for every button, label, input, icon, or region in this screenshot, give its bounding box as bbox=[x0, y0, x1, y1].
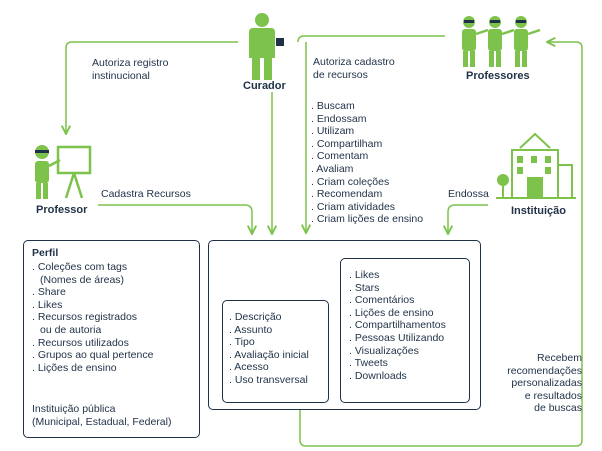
instituicao-label: Instituição bbox=[511, 205, 567, 217]
metrica-item: Pessoas Utilizando bbox=[349, 332, 446, 345]
perfil-item: Grupos ao qual pertence bbox=[32, 349, 154, 362]
perfil-item: Coleções com tags bbox=[32, 261, 153, 274]
action-item: Utilizam bbox=[311, 125, 423, 138]
perfil-item: Likes bbox=[32, 299, 153, 312]
autoriza-registro-label: Autoriza registro instinucional bbox=[92, 57, 169, 82]
atributo-item: Acesso bbox=[229, 361, 309, 374]
instituicao-publica-types: (Municipal, Estadual, Federal) bbox=[32, 416, 172, 428]
instituicao-publica-title: Instituição pública bbox=[32, 403, 116, 415]
perfil-item: Share bbox=[32, 286, 153, 299]
atributo-item: Uso transversal bbox=[229, 374, 309, 387]
action-item: Criam atividades bbox=[311, 201, 423, 214]
action-item: Comentam bbox=[311, 150, 423, 163]
professores-actions-list: Buscam Endossam Utilizam Compartilham Co… bbox=[311, 100, 423, 226]
perfil-box: Perfil Coleções com tags (Nomes de áreas… bbox=[23, 240, 200, 438]
atributo-item: Avaliação inicial bbox=[229, 349, 309, 362]
action-item: Buscam bbox=[311, 100, 423, 113]
metrica-item: Tweets bbox=[349, 357, 446, 370]
action-item: Endossam bbox=[311, 113, 423, 126]
professores-figures-icon bbox=[462, 16, 541, 67]
metrica-item: Lições de ensino bbox=[349, 307, 446, 320]
atributo-item: Descrição bbox=[229, 311, 309, 324]
professores-label: Professores bbox=[466, 70, 530, 82]
recebem-label: Recebem recomendações personalizadas e r… bbox=[507, 352, 582, 414]
metrica-item: Comentários bbox=[349, 294, 446, 307]
action-item: Avaliam bbox=[311, 163, 423, 176]
atributo-item: Tipo bbox=[229, 336, 309, 349]
recurso-metricas-box: Likes Stars Comentários Lições de ensino… bbox=[340, 258, 470, 403]
arrow-curador-to-professores bbox=[297, 35, 445, 43]
perfil-item: Recursos registrados bbox=[32, 311, 153, 324]
metrica-item: Visualizações bbox=[349, 345, 446, 358]
perfil-item: Recursos utilizados bbox=[32, 337, 153, 350]
atributo-item: Assunto bbox=[229, 324, 309, 337]
curador-label: Curador bbox=[243, 80, 286, 92]
curador-figure-icon bbox=[249, 13, 284, 80]
recurso-metricas-list: Likes Stars Comentários Lições de ensino… bbox=[349, 269, 446, 382]
perfil-item-cont: ou de autoria bbox=[40, 323, 102, 336]
arrow-recebem-to-professores bbox=[299, 42, 583, 447]
action-item: Criam coleções bbox=[311, 176, 423, 189]
recurso-atributos-box: Descrição Assunto Tipo Avaliação inicial… bbox=[222, 300, 329, 403]
arrow-instituicao-to-repositorio bbox=[448, 204, 488, 233]
action-item: Recomendam bbox=[311, 188, 423, 201]
metrica-item: Downloads bbox=[349, 370, 446, 383]
professor-figure-icon bbox=[35, 145, 92, 199]
metrica-item: Stars bbox=[349, 282, 446, 295]
autoriza-cadastro-label: Autoriza cadastro de recursos bbox=[313, 56, 395, 81]
perfil-item: Lições de ensino bbox=[32, 362, 153, 375]
action-item: Criam lições de ensino bbox=[311, 213, 423, 226]
arrow-curador-to-professor bbox=[66, 41, 238, 133]
action-item: Compartilham bbox=[311, 138, 423, 151]
professor-label: Professor bbox=[36, 204, 88, 216]
perfil-item-cont: (Nomes de áreas) bbox=[40, 273, 125, 286]
metrica-item: Likes bbox=[349, 269, 446, 282]
perfil-items-list: Coleções com tags (Nomes de áreas) Share… bbox=[32, 261, 154, 375]
recurso-atributos-list: Descrição Assunto Tipo Avaliação inicial… bbox=[229, 311, 309, 387]
perfil-title: Perfil bbox=[32, 247, 59, 259]
endossa-label: Endossa bbox=[448, 188, 489, 200]
metrica-item: Compartilhamentos bbox=[349, 319, 446, 332]
arrow-professor-to-repositorio bbox=[98, 204, 252, 233]
cadastra-recursos-label: Cadastra Recursos bbox=[101, 188, 191, 200]
instituicao-building-icon bbox=[496, 132, 576, 199]
